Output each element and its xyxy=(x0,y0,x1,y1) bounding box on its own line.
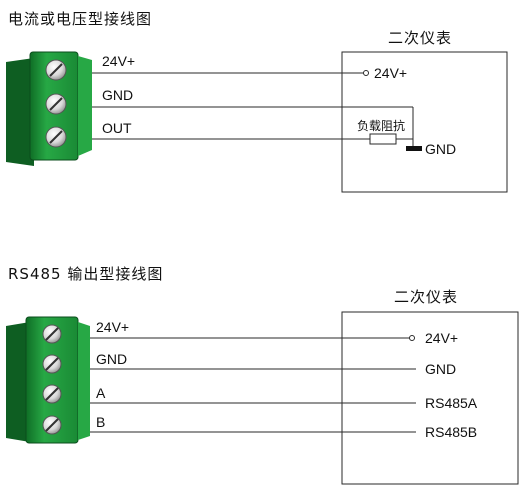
terminal-point xyxy=(409,335,415,341)
resistor-label: 负载阻抗 xyxy=(357,118,405,133)
input-label-gnd-2: GND xyxy=(425,361,456,377)
input-label-24v-2: 24V+ xyxy=(425,330,458,346)
diagram2-title: RS485 输出型接线图 xyxy=(8,265,163,283)
instrument2-title: 二次仪表 xyxy=(394,288,458,306)
resistor-icon xyxy=(369,133,397,145)
screw-icon xyxy=(42,415,62,435)
wire-label-gnd-2: GND xyxy=(96,351,127,367)
wire-label-gnd: GND xyxy=(102,87,133,103)
input-label-rs485b: RS485B xyxy=(425,424,477,440)
wire-label-b: B xyxy=(96,414,105,430)
screw-icon xyxy=(42,384,62,404)
ground-label: GND xyxy=(425,141,456,157)
screw-icon xyxy=(45,126,67,148)
screw-icon xyxy=(42,354,62,374)
wire-label-24v-2: 24V+ xyxy=(96,319,129,335)
terminal-point xyxy=(363,70,369,76)
wire-label-a: A xyxy=(96,385,106,401)
ground-icon xyxy=(406,146,422,151)
instrument1-title: 二次仪表 xyxy=(388,29,452,47)
terminal-block-4pin xyxy=(6,316,90,444)
input-label-rs485a: RS485A xyxy=(425,395,478,411)
instrument2-box xyxy=(341,311,519,485)
diagram1-title: 电流或电压型接线图 xyxy=(8,10,152,28)
wire-label-out: OUT xyxy=(102,120,132,136)
screw-icon xyxy=(45,59,67,81)
screw-icon xyxy=(42,324,62,344)
terminal-block-3pin xyxy=(6,51,92,166)
screw-icon xyxy=(45,93,67,115)
input-label-24v: 24V+ xyxy=(374,65,407,81)
instrument1-box xyxy=(341,51,508,193)
wire-label-24v: 24V+ xyxy=(102,53,135,69)
